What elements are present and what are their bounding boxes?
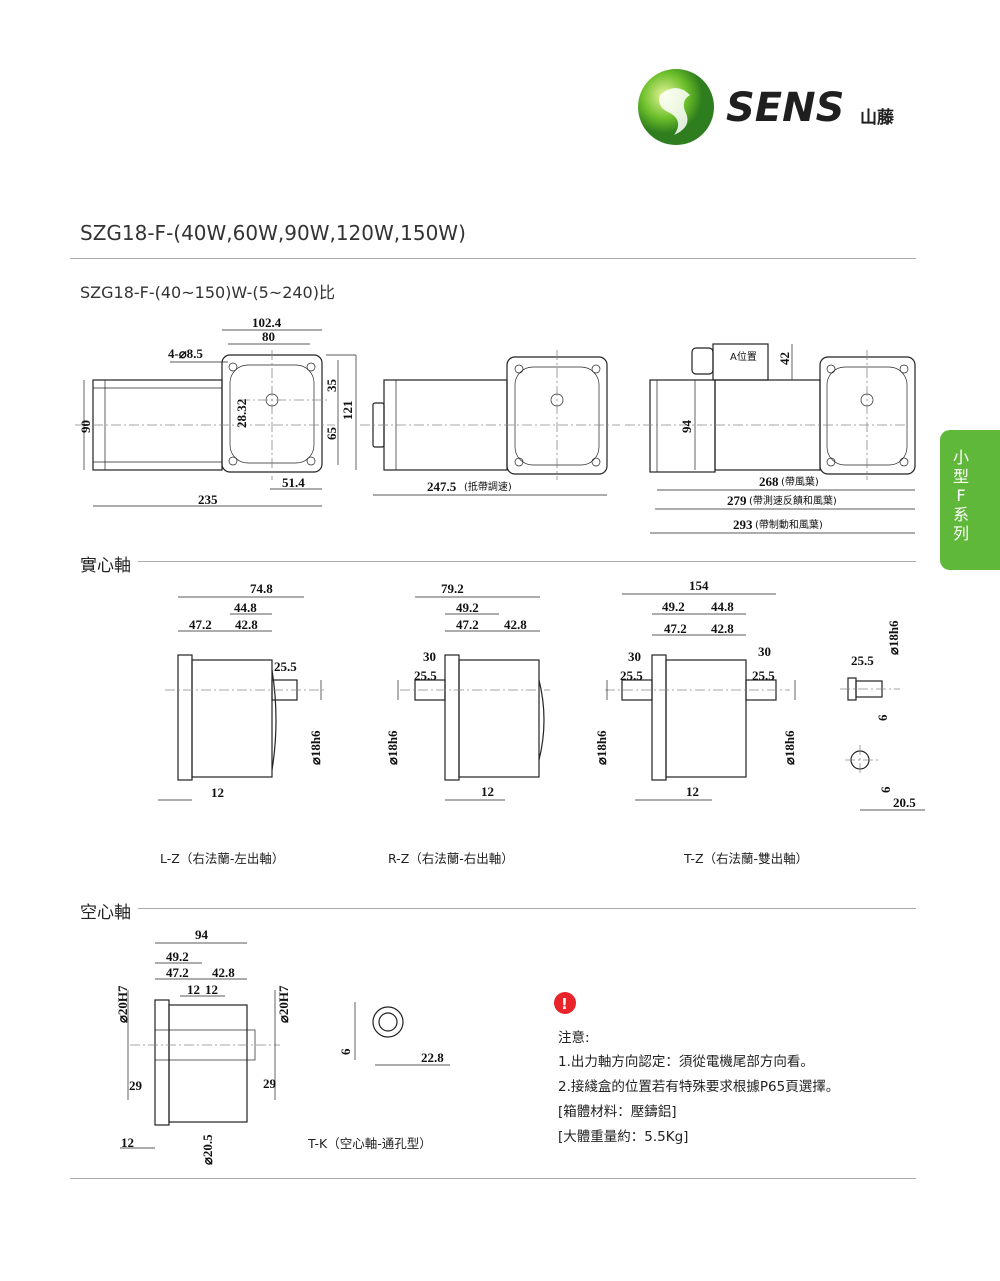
dim-label: 20.5 [893,795,916,810]
page-title: SZG18-F-(40W,60W,90W,120W,150W) [80,221,466,245]
motor-view-2 [360,350,620,496]
dim-label: 42 [777,352,792,365]
dim-label: 154 [689,578,709,593]
series-side-tab-label: 小型F系列 [952,448,969,543]
dim-label: 42.8 [212,965,235,980]
dim-label: 44.8 [234,600,257,615]
dim-label: 49.2 [166,949,189,964]
dim-label: 29 [263,1076,277,1091]
note-item: [箱體材料：壓鑄鋁] [558,1104,677,1120]
dim-label: 30 [628,649,641,664]
dim-label: 12 [211,785,224,800]
motor-view-1 [75,329,357,507]
dim-label: 28.32 [234,399,249,428]
junction-box-label: A位置 [730,350,757,363]
dim-label: 47.2 [189,617,212,632]
notes-heading: 注意: [558,1030,590,1046]
dim-label: 79.2 [441,581,464,596]
dim-label: 12 [686,784,699,799]
shaft-key-detail [840,677,925,811]
dim-label: 51.4 [282,475,305,490]
brand-logo: SENS 山藤 [638,69,895,145]
dim-label: 6 [875,714,890,721]
dim-label: 235 [198,492,218,507]
dim-label: 25.5 [274,659,297,674]
brand-name: SENS [726,85,844,131]
dim-label: ⌀20H7 [115,985,130,1023]
dim-label: 25.5 [620,668,643,683]
dim-label: 74.8 [250,581,273,596]
dim-label: ⌀18h6 [308,730,323,765]
section-hollow-shaft: 空心軸 [80,903,131,923]
brand-chinese: 山藤 [860,108,895,128]
divider [138,908,916,909]
gearbox-rz [397,596,550,801]
gearbox-tz [605,593,796,801]
divider [70,258,916,259]
view-caption: R-Z（右法蘭-右出軸） [388,851,514,866]
note-item: [大體重量約：5.5Kg] [558,1129,689,1145]
dim-note: (帶制動和風葉) [755,518,823,531]
dim-label: 12 [481,784,494,799]
dim-label: 121 [340,401,355,421]
dim-label: 30 [423,649,436,664]
dim-label: 4-⌀8.5 [168,346,203,361]
view-caption: T-K（空心軸-通孔型） [307,1136,432,1151]
divider [70,1178,916,1179]
dim-label: 90 [78,420,93,433]
dim-label: 35 [324,379,339,393]
gearbox-tk [120,942,450,1149]
dim-label: 12 [187,982,200,997]
dim-label: 247.5 [427,479,457,494]
dim-label: ⌀20H7 [276,985,291,1023]
dim-label: 12 [121,1135,134,1150]
dim-label: 42.8 [711,621,734,636]
dim-label: 6 [878,786,893,793]
dim-label: ⌀18h6 [594,730,609,765]
dim-label: 22.8 [421,1050,444,1065]
section-solid-shaft: 實心軸 [80,556,131,576]
dim-label: 80 [262,329,275,344]
gearbox-lz [158,596,325,801]
page-subtitle: SZG18-F-(40~150)W-(5~240)比 [80,283,335,302]
alert-icon-glyph: ! [561,995,568,1013]
dim-label: 47.2 [166,965,189,980]
dim-label: 42.8 [504,617,527,632]
dim-label: 49.2 [662,599,685,614]
view-caption: T-Z（右法蘭-雙出軸） [683,851,808,866]
dim-label: 47.2 [456,617,479,632]
dim-note: (抵帶調速) [464,480,512,493]
dim-label: 25.5 [414,668,437,683]
dim-label: 44.8 [711,599,734,614]
divider [138,561,916,562]
dim-label: 6 [338,1048,353,1055]
dim-label: 65 [324,427,339,441]
dim-label: 293 [733,517,753,532]
dim-label: 25.5 [752,668,775,683]
dim-label: ⌀18h6 [782,730,797,765]
dim-label: 49.2 [456,600,479,615]
dim-note: (帶測速反饋和風葉) [749,494,837,507]
dim-label: 12 [205,982,218,997]
dim-label: 94 [195,927,209,942]
dim-label: 42.8 [235,617,258,632]
dim-label: ⌀18h6 [385,730,400,765]
motor-view-3 [625,343,916,534]
dim-label: ⌀20.5 [200,1134,215,1165]
dim-label: 94 [679,420,694,434]
note-item: 2.接綫盒的位置若有特殊要求根據P65頁選擇。 [558,1079,840,1095]
dim-note: (帶風葉) [781,475,819,488]
dim-label: 29 [129,1078,143,1093]
dim-label: 279 [727,493,747,508]
alert-icon [554,992,576,1014]
dim-label: 268 [759,474,779,489]
dim-label: 30 [758,644,771,659]
view-caption: L-Z（右法蘭-左出軸） [160,851,284,866]
dim-label: 47.2 [664,621,687,636]
note-item: 1.出力軸方向認定：須從電機尾部方向看。 [558,1054,814,1070]
series-side-tab: 小型F系列 [940,430,1000,570]
dim-label: 102.4 [252,315,282,330]
dim-label: 25.5 [851,653,874,668]
dim-label: ⌀18h6 [886,620,901,655]
